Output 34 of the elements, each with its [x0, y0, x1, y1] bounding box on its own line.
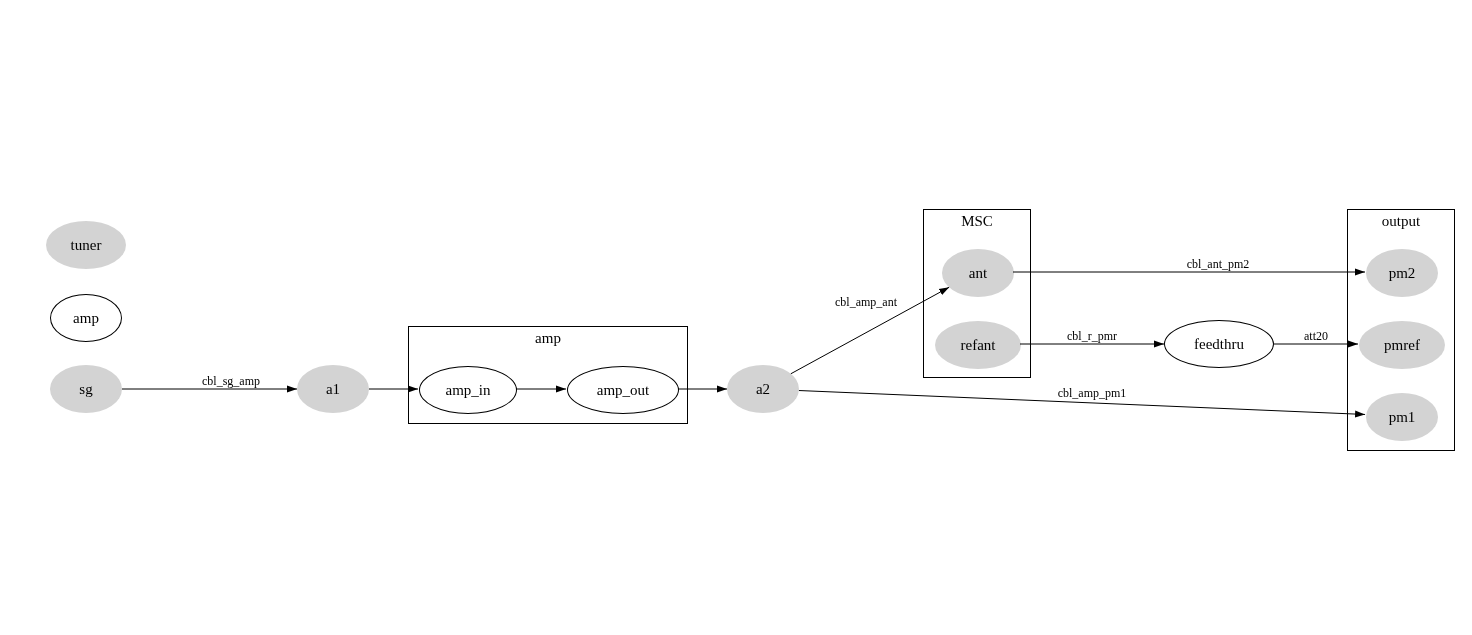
arrow: [368, 385, 419, 393]
ellipse-node: a1: [297, 365, 369, 413]
ellipse-node: amp_in: [419, 366, 517, 414]
edge-label: cbl_r_pmr: [1066, 329, 1118, 343]
arrow: [1012, 268, 1366, 276]
cluster-box: [408, 326, 688, 424]
ellipse-node: sg: [50, 365, 122, 413]
ellipse-node: feedthru: [1164, 320, 1274, 368]
arrow: [515, 385, 567, 393]
ellipse-node: amp_out: [567, 366, 679, 414]
ellipse-node: ant: [942, 249, 1014, 297]
arrow: [677, 385, 728, 393]
edge-label: cbl_amp_ant: [834, 295, 898, 309]
arrow: [1273, 340, 1359, 348]
arrow: [121, 385, 298, 393]
ellipse-node: pm1: [1366, 393, 1438, 441]
edge-label: cbl_amp_pm1: [1056, 386, 1128, 400]
arrow: [1019, 340, 1165, 348]
ellipse-node: pmref: [1359, 321, 1445, 369]
ellipse-node: refant: [935, 321, 1021, 369]
cluster-box: [1347, 209, 1455, 451]
ellipse-node: pm2: [1366, 249, 1438, 297]
ellipse-node: amp: [50, 294, 122, 342]
cluster-title: amp: [535, 330, 561, 346]
edge-label: att20: [1303, 329, 1329, 343]
cluster-title: output: [1381, 213, 1421, 229]
edge-label: cbl_sg_amp: [201, 374, 261, 388]
edge-label: cbl_ant_pm2: [1185, 257, 1251, 271]
cluster-box: [923, 209, 1031, 378]
ellipse-node: a2: [727, 365, 799, 413]
ellipse-node: tuner: [46, 221, 126, 269]
cluster-title: MSC: [961, 213, 993, 229]
arrow: [790, 286, 950, 375]
arrow: [798, 390, 1366, 418]
